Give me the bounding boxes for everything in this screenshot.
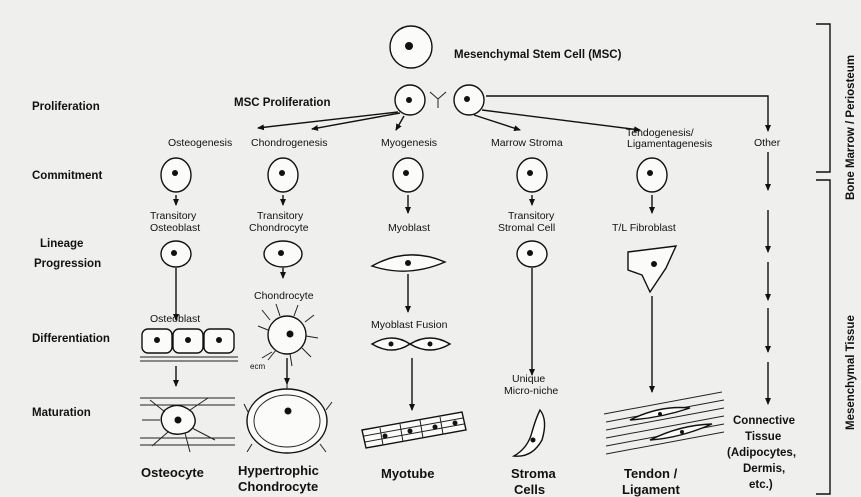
hypertrophic-label-1: Hypertrophic (238, 463, 319, 478)
chondrocyte-drawing (258, 304, 318, 366)
lineage-names: Osteogenesis Chondrogenesis Myogenesis M… (168, 127, 781, 150)
stroma-label-2: Cells (514, 482, 545, 497)
stage-progression: Progression (34, 258, 101, 270)
lineage-other: Other (754, 137, 781, 149)
myotube-drawing (362, 412, 466, 448)
other-final-4: Dermis, (743, 463, 785, 475)
branch-arrows (258, 96, 768, 131)
stroma-cell-drawing (514, 410, 545, 456)
stroma-transitory-2: Stromal Cell (498, 222, 555, 234)
column-myogenesis: Myoblast Myoblast Fusion Myotube (362, 158, 466, 481)
lineage-ligamentagenesis: Ligamentagenesis (627, 138, 712, 150)
micro-niche-1: Unique (512, 373, 545, 385)
bone-marrow-label: Bone Marrow / Periosteum (845, 55, 857, 200)
ecm-label: ecm (250, 362, 265, 371)
myoblast-label: Myoblast (388, 222, 430, 234)
stage-differentiation: Differentiation (32, 333, 110, 345)
osteoblast-sheet (140, 329, 238, 361)
other-final-2: Tissue (745, 431, 781, 443)
tl-fibroblast-label: T/L Fibroblast (612, 222, 676, 234)
stage-commitment: Commitment (32, 170, 102, 182)
lineage-myogenesis: Myogenesis (381, 137, 437, 149)
stroma-transitory-1: Transitory (508, 210, 555, 222)
osteo-transitory-2: Osteoblast (150, 222, 200, 234)
other-final-5: etc.) (749, 479, 773, 491)
lineage-osteogenesis: Osteogenesis (168, 137, 232, 149)
column-tendon: T/L Fibroblast Tendon / Ligament (604, 158, 724, 497)
stage-proliferation: Proliferation (32, 101, 100, 113)
stage-lineage: Lineage (40, 238, 83, 250)
myoblast-fusion-drawing (372, 338, 450, 350)
tendon-drawing (604, 392, 724, 454)
chondro-transitory-1: Transitory (257, 210, 304, 222)
lineage-marrow-stroma: Marrow Stroma (491, 137, 563, 149)
hypertrophic-label-2: Chondrocyte (238, 479, 318, 494)
stage-labels: Proliferation Commitment Lineage Progres… (32, 101, 110, 419)
column-osteogenesis: Transitory Osteoblast Osteoblast Osteocy… (140, 158, 238, 480)
osteocyte-drawing (140, 398, 235, 452)
other-final-3: (Adipocytes, (727, 447, 796, 459)
msc-cell (390, 26, 432, 68)
myoblast-fusion-label: Myoblast Fusion (371, 319, 448, 331)
msc-label: Mesenchymal Stem Cell (MSC) (454, 49, 622, 61)
hypertrophic-chondrocyte-drawing (244, 384, 332, 453)
tendon-label-2: Ligament (622, 482, 680, 497)
stroma-label-1: Stroma (511, 466, 557, 481)
micro-niche-2: Micro-niche (504, 385, 558, 397)
msc-proliferation-label: MSC Proliferation (234, 97, 330, 109)
side-brackets: Bone Marrow / Periosteum Mesenchymal Tis… (816, 24, 857, 494)
mesenchymal-tissue-label: Mesenchymal Tissue (845, 315, 857, 430)
myotube-label: Myotube (381, 466, 434, 481)
column-marrow-stroma: Transitory Stromal Cell Unique Micro-nic… (498, 158, 558, 497)
column-chondrogenesis: Transitory Chondrocyte Chondrocyte ecm H… (238, 158, 332, 494)
chondro-transitory-2: Chondrocyte (249, 222, 309, 234)
osteocyte-label: Osteocyte (141, 465, 204, 480)
column-other: Connective Tissue (Adipocytes, Dermis, e… (727, 152, 796, 491)
tendon-label-1: Tendon / (624, 466, 678, 481)
msc-proliferation-cells (395, 85, 484, 115)
lineage-chondrogenesis: Chondrogenesis (251, 137, 327, 149)
other-final-1: Connective (733, 415, 795, 427)
osteoblast-label: Osteoblast (150, 313, 200, 325)
osteo-transitory-1: Transitory (150, 210, 197, 222)
chondrocyte-label: Chondrocyte (254, 290, 314, 302)
stage-maturation: Maturation (32, 407, 91, 419)
